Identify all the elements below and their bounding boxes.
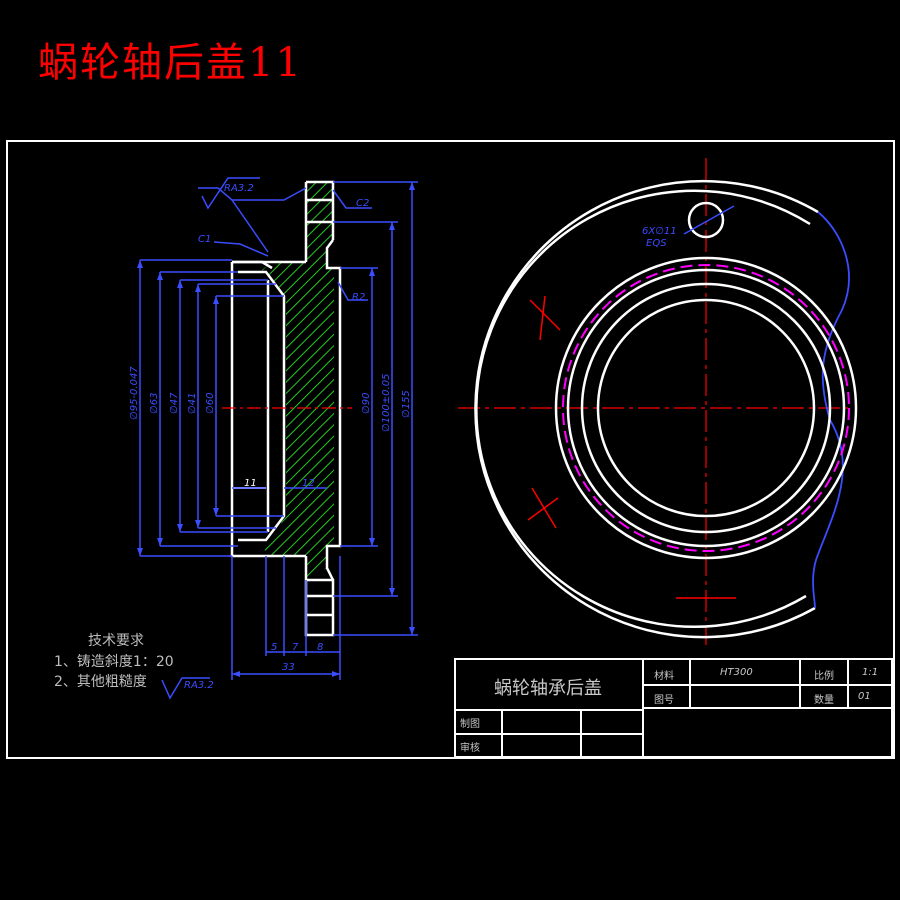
- dim-eqs: EQS: [646, 238, 667, 249]
- dim-len-5: 5: [271, 642, 277, 653]
- dim-c2: C2: [356, 198, 369, 209]
- checked-label: 审核: [460, 743, 480, 754]
- dim-r2: R2: [352, 292, 365, 303]
- notes-line-2: 2、其他粗糙度: [54, 674, 147, 690]
- dim-c1: C1: [198, 234, 211, 245]
- bolt-hole: [687, 201, 725, 239]
- section-view: RA3.2 C2 C1 R2 ∅95-0.047 ∅63 ∅47 ∅41 ∅60…: [129, 177, 418, 680]
- drawn-label: 制图: [460, 719, 480, 730]
- scale-label: 比例: [814, 671, 834, 682]
- dim-d60: ∅60: [205, 393, 216, 414]
- thread-circle: [562, 264, 850, 552]
- dim-d41: ∅41: [187, 393, 198, 414]
- notes-heading: 技术要求: [88, 633, 144, 649]
- drawing-no-label: 图号: [654, 695, 674, 706]
- qty-label: 数量: [814, 695, 834, 706]
- scale-value: 1:1: [862, 667, 879, 678]
- front-view: 6X∅11 EQS: [458, 158, 858, 645]
- qty-value: 01: [858, 691, 871, 702]
- dim-d100: ∅100±0.05: [381, 374, 392, 432]
- dim-len-7: 7: [292, 642, 299, 653]
- dim-len-33: 33: [282, 662, 295, 673]
- dim-d47: ∅47: [169, 392, 180, 414]
- page-title: 蜗轮轴后盖11: [38, 40, 303, 86]
- drawing-border: [6, 140, 895, 759]
- dim-d63: ∅63: [149, 393, 160, 414]
- dim-len-11: 11: [244, 478, 257, 489]
- hatched-section: [262, 182, 334, 580]
- notes-ra: RA3.2: [184, 680, 214, 691]
- dim-bolt-holes: 6X∅11: [642, 226, 677, 237]
- material-label: 材料: [654, 671, 674, 682]
- dim-ra-top: RA3.2: [224, 183, 254, 194]
- part-name: 蜗轮轴承后盖: [494, 678, 602, 699]
- material-value: HT300: [720, 667, 753, 678]
- dim-d95: ∅95-0.047: [129, 366, 140, 420]
- notes-line-1: 1、铸造斜度1：20: [54, 654, 174, 670]
- dim-len-8: 8: [317, 642, 323, 653]
- dim-d155: ∅155: [401, 390, 412, 418]
- dim-len-12: 12: [302, 478, 315, 489]
- title-block: [454, 658, 893, 758]
- dim-d90: ∅90: [361, 393, 372, 414]
